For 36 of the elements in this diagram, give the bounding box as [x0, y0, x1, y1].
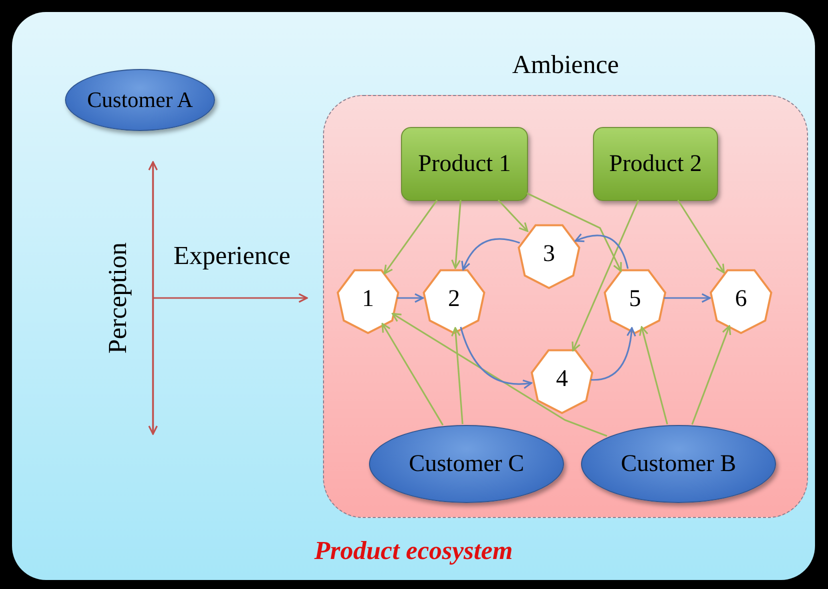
arrow — [382, 322, 444, 426]
edge-label: Experience — [174, 241, 290, 271]
product-box — [593, 127, 718, 201]
arrow — [153, 293, 308, 303]
ecosystem-panel — [12, 12, 815, 580]
node-label: Customer B — [620, 450, 738, 478]
node-label: 2 — [447, 284, 461, 314]
arrow — [590, 327, 636, 381]
arrow — [572, 200, 640, 352]
arrow — [526, 192, 622, 272]
node-label: 5 — [628, 284, 642, 314]
area-heading: Ambience — [512, 50, 619, 80]
arrow — [664, 293, 711, 303]
arrow — [498, 199, 528, 232]
arrow — [392, 312, 608, 437]
node-label: 6 — [734, 284, 748, 314]
node-label: Customer A — [86, 86, 194, 114]
node-label: Product 1 — [417, 150, 512, 178]
arrow — [677, 200, 725, 274]
node-label: 4 — [555, 364, 569, 394]
arrow — [451, 200, 462, 269]
node-label: Customer C — [408, 450, 526, 478]
arrow — [574, 233, 629, 269]
arrow — [462, 238, 520, 271]
product-box — [401, 127, 528, 201]
arrow — [691, 325, 732, 425]
arrow — [384, 200, 438, 274]
axis-label: Perception — [103, 242, 133, 354]
node-label: Product 2 — [608, 150, 703, 178]
arrow — [451, 327, 464, 424]
panel-caption: Product ecosystem — [313, 536, 514, 566]
node-label: 1 — [361, 284, 375, 314]
node-label: 3 — [542, 240, 556, 268]
arrow — [397, 293, 424, 303]
arrow — [639, 326, 668, 424]
arrow — [460, 326, 532, 389]
